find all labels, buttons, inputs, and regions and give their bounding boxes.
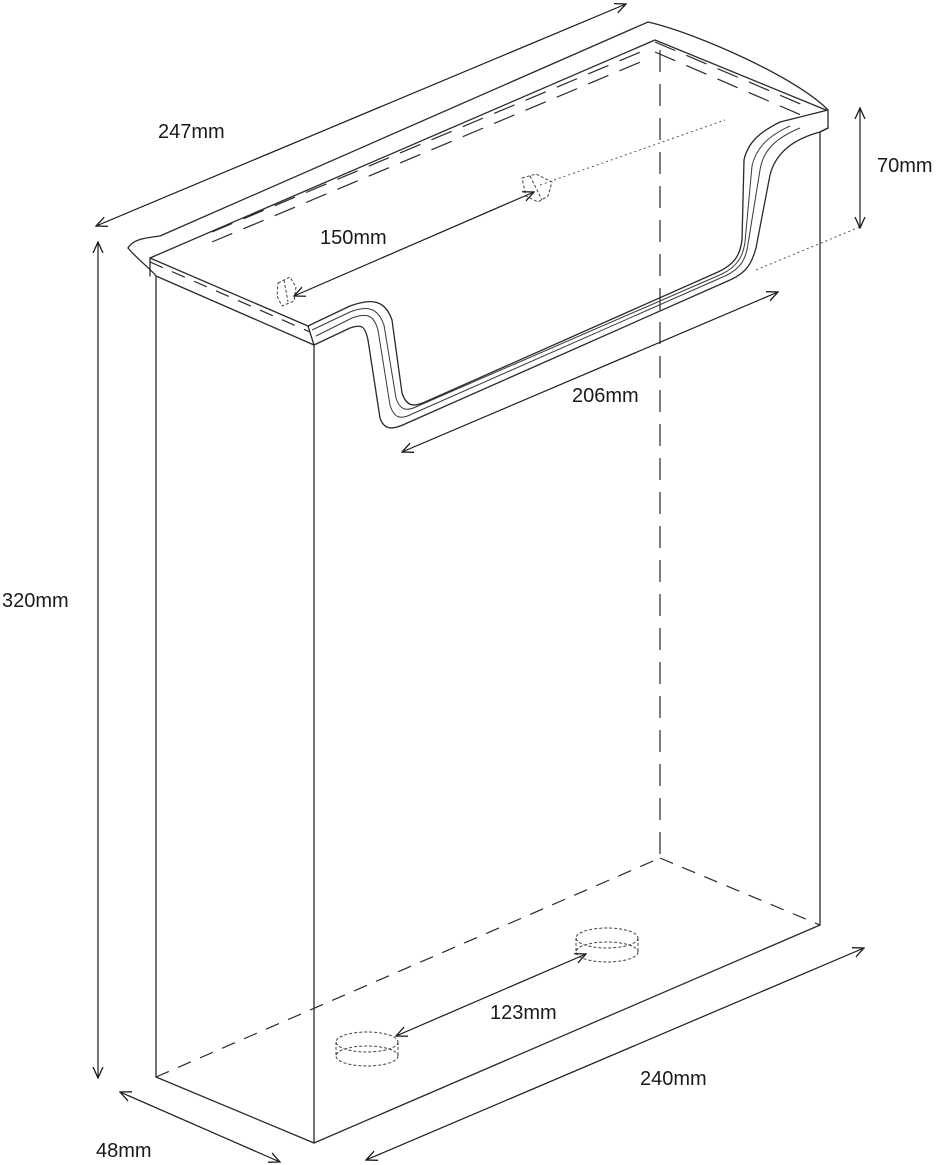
label-depth-top: 247mm [158,121,225,143]
label-drain-spacing: 123mm [490,1002,557,1024]
lid [127,21,829,429]
dim-line-depth-top [96,4,626,226]
label-cutout-width: 206mm [572,385,639,407]
mount-holes [276,173,553,307]
label-width-bottom: 240mm [640,1068,707,1090]
dim-line-mount-spacing [294,192,534,296]
label-cutout-depth: 70mm [877,155,933,177]
dim-line-width-bottom [366,948,864,1160]
label-height: 320mm [2,590,69,612]
dim-line-depth-bottom [120,1092,280,1162]
label-mount-spacing: 150mm [320,227,387,249]
dim-line-cutout-width [402,292,778,452]
label-depth-bottom: 48mm [96,1140,152,1162]
